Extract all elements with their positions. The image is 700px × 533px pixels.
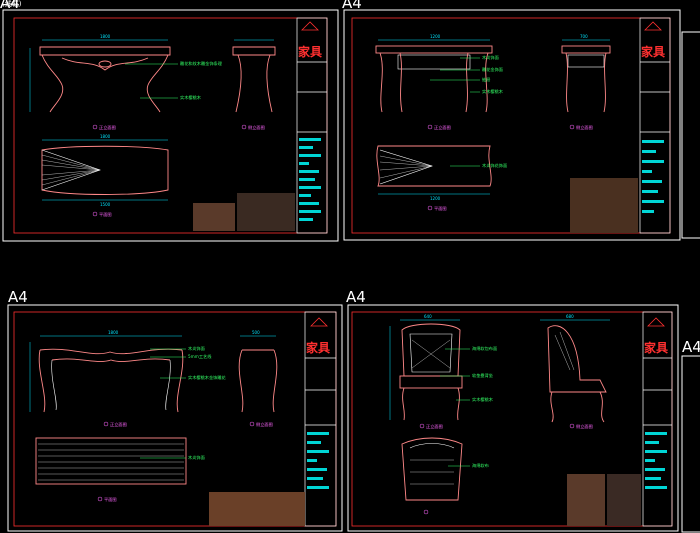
sheet-1-plan-view: 1800 1500 平面图	[41, 134, 169, 218]
window-tab-label: (线框)	[2, 0, 22, 8]
sheet-3-title-block: 家具	[304, 311, 337, 527]
sheet-3-view-front: 正立面图	[110, 421, 127, 428]
sheet-4-chair-front: 640 海绵软包布面 软垫靠背坐 实木樱桃木 正立面图	[389, 314, 497, 430]
sheet-2-dim-plan: 1200	[430, 196, 441, 201]
sheet-2[interactable]: A4 家具 1200	[342, 0, 681, 241]
sheet-1-view-side: 侧立面图	[248, 124, 265, 131]
sheet-1-dim-plan-depth: 1500	[100, 202, 111, 207]
sheet-2-frame	[343, 9, 681, 241]
sheet-2-view-plan: 平面图	[434, 206, 447, 212]
sheet-3-frame	[7, 304, 343, 532]
sheet-3-ann-wood: 实木樱桃木金饰雕花	[188, 374, 226, 381]
sheet-1-frame	[2, 9, 339, 242]
sheet-4-photo-2	[607, 474, 641, 526]
sheet-1-photo-2	[237, 193, 295, 231]
sheet-1-side-elevation: 侧立面图	[232, 39, 276, 131]
sheet-3-ann-groove: 5mm工艺线	[188, 353, 212, 359]
sheet-2-a4-label: A4	[342, 0, 362, 12]
sheet-4-brand: 家具	[644, 340, 668, 355]
sheet-4-frame	[347, 304, 679, 532]
sheet-3-ann-plan: 木炎饰面	[188, 454, 205, 461]
sheet-4-view-side: 侧立面图	[576, 423, 593, 430]
sheet-2-plan-view: 木炎饰花饰面 1200 平面图	[376, 145, 507, 212]
sheet-4-chair-side: 680 侧立面图	[540, 314, 610, 430]
sheet-2-title-block: 家具	[639, 17, 671, 234]
sheet-2-ann-veneer: 木炎饰面	[482, 54, 499, 61]
sheet-1[interactable]: A4 家具 1800	[0, 0, 339, 242]
sheet-4-ann-seat: 软垫靠背坐	[472, 372, 493, 379]
sheet-2-dim-depth: 700	[580, 34, 588, 39]
sheet-3[interactable]: A4 家具 1800	[7, 288, 343, 532]
sheet-1-dim-plan-width: 1800	[100, 134, 111, 139]
sheet-3-plan-view: 木炎饰面 平面图	[35, 437, 205, 503]
sheet-2-ann-gilt: 雕花金饰面	[482, 66, 503, 73]
sheet-1-photo-1	[193, 203, 235, 231]
sheet-4-a4-label: A4	[346, 288, 366, 306]
sheet-4-ann-plan: 海绵软布	[472, 462, 489, 469]
sheet-4-chair-plan: 海绵软布	[401, 437, 489, 515]
sheet-1-ann-wood: 实木樱桃木	[180, 94, 202, 101]
sheet-4[interactable]: A4 家具 640	[346, 288, 679, 532]
sheet-4-photo-1	[567, 474, 605, 526]
sheet-4-dim-width: 640	[424, 314, 432, 319]
sheet-2-photo	[570, 178, 638, 233]
sheet-3-logo-icon	[310, 317, 328, 327]
sheet-3-ann-veneer: 木炎饰面	[188, 345, 205, 352]
partial-sheet-label: A4	[682, 338, 700, 356]
sheet-2-ann-plan: 木炎饰花饰面	[482, 162, 507, 169]
sheet-2-side-elevation: 700 侧立面图	[561, 34, 611, 131]
sheet-1-ann-carving: 雕花和纹木雕金饰条理	[180, 60, 223, 67]
sheet-2-logo-icon	[644, 21, 662, 31]
sheet-2-view-side: 侧立面图	[576, 124, 593, 131]
sheet-3-dim-width: 1800	[108, 330, 119, 335]
sheet-4-view-front: 正立面图	[426, 423, 443, 430]
sheet-4-title-block: 家具	[642, 311, 673, 527]
sheet-1-a4-label: A4	[0, 0, 20, 12]
partial-sheet-right-top	[681, 31, 700, 239]
sheet-1-front-elevation: 1800 雕花和纹木雕金饰条理 实木樱桃木 正立面图	[29, 34, 223, 131]
sheet-1-title-block: 家具	[296, 17, 328, 234]
sheet-3-photo	[209, 492, 305, 526]
sheet-3-front-elevation: 1800 木炎饰面 5mm工艺线 实木樱桃木金饰雕花 正立面图	[29, 330, 226, 428]
sheet-3-dim-depth: 500	[252, 330, 260, 335]
sheet-2-front-elevation: 1200 木炎饰面 雕花金饰面 抽屉 实木樱桃木 正立面图	[375, 34, 504, 131]
sheet-1-view-front: 正立面图	[99, 124, 116, 131]
sheet-1-view-plan: 平面图	[99, 212, 112, 218]
sheet-2-dim-width: 1200	[430, 34, 441, 39]
sheet-3-side-elevation: 500 侧立面图	[238, 330, 278, 428]
sheet-2-ann-wood: 实木樱桃木	[482, 88, 504, 95]
sheet-2-brand: 家具	[641, 44, 665, 59]
sheet-1-dim-width: 1800	[100, 34, 111, 39]
sheet-1-brand: 家具	[298, 44, 322, 59]
sheet-1-logo-icon	[301, 21, 319, 31]
sheet-3-a4-label: A4	[8, 288, 28, 306]
sheet-4-ann-wood: 实木樱桃木	[472, 396, 494, 403]
sheet-4-dim-depth: 680	[566, 314, 574, 319]
sheet-3-view-plan: 平面图	[104, 497, 117, 503]
sheet-4-ann-fabric: 海绵软包布面	[472, 345, 497, 352]
sheet-4-logo-icon	[647, 317, 665, 327]
sheet-3-brand: 家具	[306, 340, 330, 355]
sheet-2-ann-drawer: 抽屉	[482, 76, 490, 83]
partial-sheet-right-bottom	[681, 355, 700, 533]
sheet-2-view-front: 正立面图	[434, 124, 451, 131]
sheet-3-view-side: 侧立面图	[256, 421, 273, 428]
